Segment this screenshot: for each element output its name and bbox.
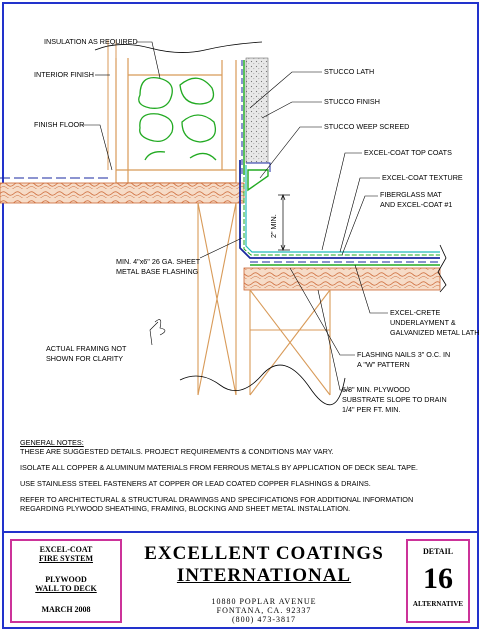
date: MARCH 2008	[41, 605, 91, 614]
coating-texture	[245, 165, 440, 253]
system-line-1: EXCEL-COAT	[39, 545, 93, 554]
label-stucco-finish: STUCCO FINISH	[324, 97, 380, 106]
floor-framing	[197, 202, 331, 396]
interior-subfloor	[0, 182, 245, 204]
label-plywood-2: SUBSTRATE SLOPE TO DRAIN	[342, 395, 447, 404]
deck-plywood	[243, 267, 441, 291]
detail-variant: ALTERNATIVE	[412, 600, 464, 608]
system-line-2: FIRE SYSTEM	[38, 554, 93, 563]
weep-screed-outline	[246, 162, 271, 172]
company-name-1: EXCELLENT COATINGS	[144, 543, 384, 564]
label-framing-2: SHOWN FOR CLARITY	[46, 354, 123, 363]
label-nails-2: A "W" PATTERN	[357, 360, 410, 369]
notes-heading: GENERAL NOTES:	[20, 438, 84, 447]
dimension-label: 2" MIN.	[269, 214, 278, 238]
dimension-2in	[278, 194, 290, 251]
label-plywood-1: 5/8" MIN. PLYWOOD	[342, 385, 410, 394]
company-name-2: INTERNATIONAL	[176, 565, 352, 586]
address-2: FONTANA, CA. 92337	[216, 606, 312, 615]
section-detail-drawing: 2" MIN. INSULATION AS REQUIRED INTERIOR …	[0, 37, 479, 414]
stucco-finish-layer	[245, 57, 269, 164]
label-finish-floor: FINISH FLOOR	[34, 120, 84, 129]
break-line	[94, 41, 263, 53]
upper-wall-framing	[115, 58, 237, 184]
note-2: ISOLATE ALL COPPER & ALUMINUM MATERIALS …	[20, 463, 418, 472]
detail-name-2: WALL TO DECK	[35, 584, 97, 593]
label-underlayment-2: UNDERLAYMENT &	[390, 318, 456, 327]
label-base-flashing-1: MIN. 4"x6" 26 GA. SHEET	[116, 257, 201, 266]
bottom-break-line	[179, 364, 346, 406]
label-fiberglass-1: FIBERGLASS MAT	[380, 190, 442, 199]
system-box: EXCEL-COAT FIRE SYSTEM PLYWOOD WALL TO D…	[10, 539, 122, 623]
address-1: 10880 POPLAR AVENUE	[211, 597, 317, 606]
phone: (800) 473-3817	[232, 615, 296, 624]
detail-number: 16	[423, 562, 453, 595]
fiberglass-mat	[243, 170, 440, 256]
note-1: THESE ARE SUGGESTED DETAILS. PROJECT REQ…	[20, 447, 334, 456]
label-stucco-lath: STUCCO LATH	[324, 67, 374, 76]
label-fiberglass-2: AND EXCEL-COAT #1	[380, 200, 452, 209]
label-underlayment-3: GALVANIZED METAL LATH	[390, 328, 479, 337]
label-insulation: INSULATION AS REQUIRED	[44, 37, 138, 46]
interior-finish	[107, 40, 117, 170]
label-top-coats: EXCEL-COAT TOP COATS	[364, 148, 452, 157]
insulation	[138, 76, 217, 161]
drawing-frame	[2, 2, 479, 629]
label-stucco-weep: STUCCO WEEP SCREED	[324, 122, 409, 131]
label-plywood-3: 1/4" PER FT. MIN.	[342, 405, 400, 414]
label-underlayment-1: EXCEL-CRETE	[390, 308, 441, 317]
framing-note-symbol	[154, 319, 166, 336]
weep-screed	[247, 169, 269, 192]
detail-box: DETAIL 16 ALTERNATIVE	[406, 539, 470, 623]
base-flashing	[239, 160, 440, 259]
leader-lines	[80, 41, 388, 391]
detail-label: DETAIL	[422, 547, 454, 556]
deck-break-line	[437, 244, 447, 293]
label-base-flashing-2: METAL BASE FLASHING	[116, 267, 199, 276]
company-block: EXCELLENT COATINGS INTERNATIONAL 10880 P…	[126, 539, 402, 624]
label-texture: EXCEL-COAT TEXTURE	[382, 173, 463, 182]
note-3: USE STAINLESS STEEL FASTENERS AT COPPER …	[20, 479, 371, 488]
title-block: EXCEL-COAT FIRE SYSTEM PLYWOOD WALL TO D…	[2, 531, 479, 629]
general-notes: GENERAL NOTES: THESE ARE SUGGESTED DETAI…	[20, 438, 470, 520]
label-nails-1: FLASHING NAILS 3" O.C. IN	[357, 350, 450, 359]
detail-name-1: PLYWOOD	[45, 575, 87, 584]
label-framing-1: ACTUAL FRAMING NOT	[46, 344, 127, 353]
note-4a: REFER TO ARCHITECTURAL & STRUCTURAL DRAW…	[20, 495, 414, 504]
label-interior-finish: INTERIOR FINISH	[34, 70, 94, 79]
note-4b: REGARDING PLYWOOD SHEATHING, FRAMING, BL…	[20, 504, 351, 513]
